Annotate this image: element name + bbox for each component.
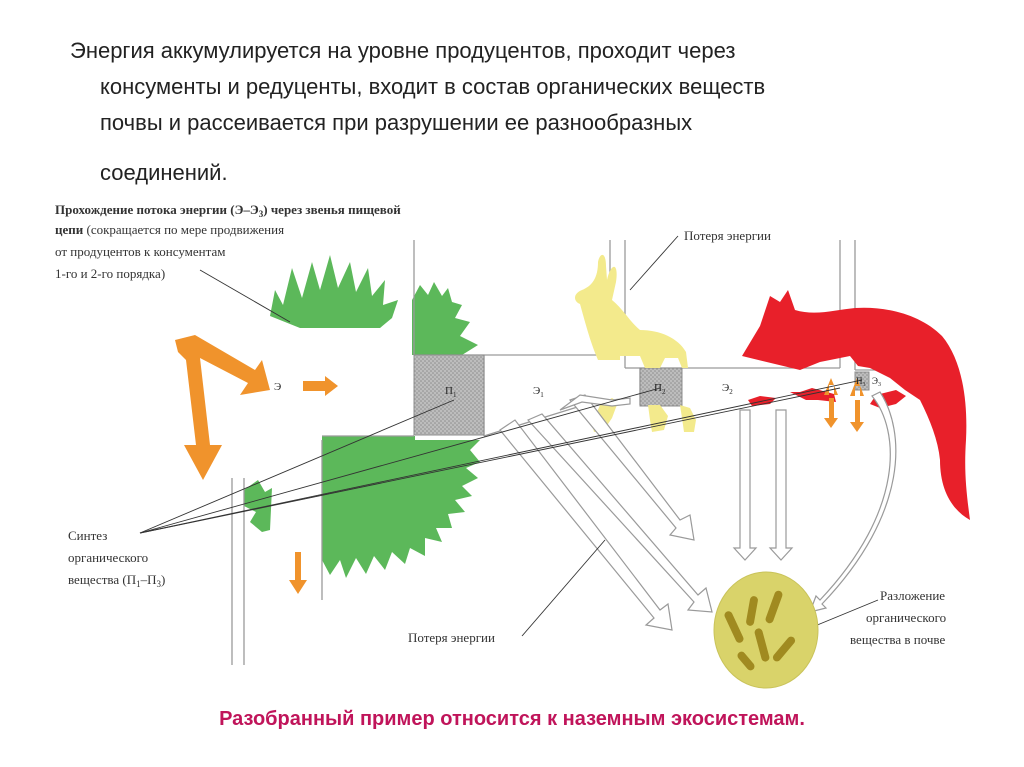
- rabbit: [575, 254, 696, 432]
- energy-loss-arrows: [499, 391, 897, 631]
- producer-block-1: [413, 354, 485, 436]
- intro-line-3: почвы и рассеивается при разрушении ее р…: [100, 110, 693, 135]
- energy-label-3: Э3: [872, 376, 881, 388]
- energy-label-1: Э1: [533, 385, 544, 399]
- producer-label-1: П1: [445, 385, 457, 399]
- producer-label-3: П3: [856, 376, 866, 388]
- synthesis-label-3: вещества (П1–П3): [68, 572, 165, 589]
- sunlight-arrow: [175, 335, 270, 480]
- energy-loss-bottom-label: Потеря энергии: [408, 630, 495, 645]
- figure-caption-line-3: от продуцентов к консументам: [55, 244, 225, 259]
- decomp-label-3: вещества в почве: [850, 632, 945, 647]
- plant-bottom: [322, 436, 480, 578]
- synthesis-pointer-lines: [139, 379, 863, 534]
- plant-top-right: [412, 282, 478, 355]
- decomp-label-2: органического: [866, 610, 946, 625]
- energy-loss-top-label: Потеря энергии: [684, 228, 771, 243]
- intro-line-4: соединений.: [100, 160, 228, 185]
- caption-pointer-line: [199, 269, 291, 323]
- energy-down-arrow: [289, 552, 307, 594]
- decomp-label-1: Разложение: [880, 588, 945, 603]
- synthesis-label-1: Синтез: [68, 528, 107, 543]
- energy-label-2: Э2: [722, 382, 733, 396]
- producer-label-2: П2: [654, 382, 666, 396]
- energy-loss-bottom-pointer: [521, 539, 606, 637]
- decomp-pointer-line: [809, 599, 879, 629]
- footer-note: Разобранный пример относится к наземным …: [219, 708, 805, 730]
- energy-loss-top-pointer: [629, 235, 679, 291]
- synthesis-label-2: органического: [68, 550, 148, 565]
- energy-input-arrow: [303, 376, 338, 396]
- intro-paragraph: Энергия аккумулируется на уровне продуце…: [70, 33, 990, 191]
- intro-line-2: консументы и редуценты, входит в состав …: [100, 74, 766, 99]
- producer-block-2: [639, 367, 683, 407]
- fox: [742, 290, 970, 520]
- figure-caption: Прохождение потока энергии (Э–Э3) через …: [55, 202, 401, 219]
- figure-caption-line-4: 1-го и 2-го порядка): [55, 266, 165, 281]
- soil-decomposition: [713, 571, 819, 689]
- plant-bottom-left: [244, 480, 272, 532]
- plant-top-left: [270, 255, 398, 328]
- energy-label-0: Э: [274, 381, 281, 393]
- figure-caption-line-2: цепи (сокращается по мере продвижения: [55, 222, 284, 237]
- intro-line-1: Энергия аккумулируется на уровне продуце…: [70, 38, 736, 63]
